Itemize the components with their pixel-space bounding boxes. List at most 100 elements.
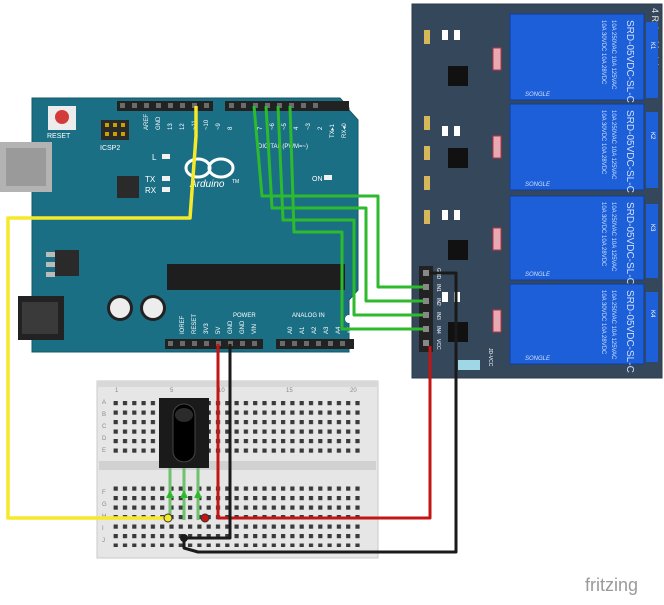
on-label: ON — [312, 176, 323, 183]
relay-2 — [509, 103, 645, 191]
wire-green-in1 — [252, 105, 423, 289]
led-rx — [162, 187, 170, 192]
usb-chip — [117, 176, 139, 198]
relay-channel-1: SRD-05VDC-SL-C 10A 250VAC 10A 125VAC 10A… — [424, 13, 658, 103]
wire-green-in4 — [288, 105, 423, 331]
analog-label: ANALOG IN — [292, 313, 325, 319]
terminal-block-4 — [646, 292, 658, 362]
digital-header-left — [117, 101, 213, 111]
pin-5v: 5V — [216, 327, 222, 334]
relay-4-part: SRD-05VDC-SL-C — [624, 290, 635, 373]
wire-green-in2 — [264, 105, 423, 303]
relay-4 — [509, 283, 645, 365]
bb-row-e: E — [102, 448, 106, 454]
pin-13: 13 — [168, 123, 174, 130]
relay-pin-in4: IN4 — [435, 326, 441, 334]
wire-red-5v — [216, 344, 432, 520]
analog-header — [276, 339, 354, 349]
breadboard-bottom-holes — [112, 485, 364, 547]
relay-2-brand: SONGLE — [525, 182, 551, 188]
relay-4-channel: K4 — [649, 310, 655, 318]
terminal-block-3 — [646, 204, 658, 278]
fritzing-watermark: fritzing — [585, 575, 638, 595]
pin-0-rx: RX◂0 — [342, 123, 348, 138]
digital-label: DIGITAL (PWM=~) — [258, 144, 308, 150]
led-rx-label: RX — [145, 186, 157, 195]
pin-a3: A3 — [324, 326, 330, 334]
atmega-chip — [167, 264, 345, 290]
relay-1-brand: SONGLE — [525, 92, 551, 98]
pin-2: 2 — [318, 126, 324, 130]
pin-6: ~6 — [270, 122, 276, 130]
pin-a1: A1 — [300, 326, 306, 334]
wires — [6, 105, 458, 554]
power-header — [165, 339, 263, 349]
relay-channel-2: SRD-05VDC-SL-C 10A 250VAC 10A 125VAC 10A… — [424, 103, 658, 193]
digital-header-right — [225, 101, 349, 111]
jd-vcc-jumper — [458, 360, 480, 370]
pin-vin: VIN — [252, 324, 258, 334]
relay-channel-3: SRD-05VDC-SL-C 10A 250VAC 10A 125VAC 10A… — [424, 176, 658, 285]
pin-3: ~3 — [306, 122, 312, 130]
relay-1 — [509, 13, 645, 101]
relay-channel-4: SRD-05VDC-SL-C 10A 250VAC 10A 125VAC 10A… — [442, 283, 658, 373]
bb-row-c: C — [102, 424, 107, 430]
relay-pin-in2: IN2 — [435, 298, 441, 306]
relay-2-rating-2: 10A 30VDC 10A 28VDC — [600, 110, 606, 175]
pin-10: ~10 — [204, 119, 210, 130]
reset-button-cap — [55, 110, 69, 124]
bb-row-j: J — [102, 538, 105, 544]
pin-8: 8 — [228, 126, 234, 130]
pin-a4: A4 — [336, 326, 342, 334]
relay-1-part: SRD-05VDC-SL-C — [624, 20, 635, 103]
relay-module: 4 Relay Module GND IN1 IN2 IN3 IN4 VCC J… — [411, 3, 663, 379]
pin-gnd-1: GND — [228, 320, 234, 334]
pin-a2: A2 — [312, 326, 318, 334]
arduino-uno: RESET ICSP2 AREF GND 13 12 ~11 ~10 ~9 8 … — [0, 97, 359, 353]
pin-1-tx: TX▸1 — [330, 123, 336, 138]
led-on — [324, 175, 332, 180]
relay-3-brand: SONGLE — [525, 272, 551, 278]
relay-3 — [509, 195, 645, 281]
pin-3v3: 3V3 — [204, 323, 210, 334]
relay-4-rating-1: 10A 250VAC 10A 125VAC — [610, 290, 616, 360]
pin-12: 12 — [180, 123, 186, 130]
wire-yellow-signal — [6, 106, 198, 520]
relay-3-rating-2: 10A 30VDC 10A 28VDC — [600, 202, 606, 267]
led-l — [162, 154, 170, 159]
wire-green-in3 — [276, 105, 423, 317]
arduino-tm: TM — [232, 179, 239, 185]
bb-row-d: D — [102, 436, 107, 442]
relay-pin-vcc: VCC — [435, 339, 441, 350]
relay-pin-in3: IN3 — [435, 312, 441, 320]
relay-3-rating-1: 10A 250VAC 10A 125VAC — [610, 202, 616, 272]
pin-4: 4 — [294, 126, 300, 130]
ir-receiver — [159, 398, 209, 520]
relay-pin-header — [419, 266, 433, 352]
pin-reset: RESET — [192, 314, 198, 334]
bb-row-i: I — [102, 526, 104, 532]
bb-row-g: G — [102, 502, 107, 508]
bb-col-1: 1 — [115, 388, 119, 394]
bb-col-15: 15 — [286, 388, 293, 394]
relay-1-channel: K1 — [649, 42, 655, 50]
relay-2-channel: K2 — [649, 132, 655, 140]
relay-1-rating-1: 10A 250VAC 10A 125VAC — [610, 20, 616, 90]
led-l-label: L — [152, 153, 157, 162]
wire-endpoints — [163, 315, 353, 542]
breadboard-top-holes — [112, 396, 364, 458]
bb-row-f: F — [102, 490, 106, 496]
icsp2-label: ICSP2 — [100, 145, 120, 152]
terminal-block-2 — [646, 112, 658, 188]
breadboard: A B C D E F G H I J 1 5 10 15 20 — [96, 380, 379, 559]
bb-row-a: A — [102, 400, 106, 406]
relay-1-rating-2: 10A 30VDC 10A 28VDC — [600, 20, 606, 85]
relay-3-channel: K3 — [649, 224, 655, 232]
arduino-logo — [184, 157, 235, 179]
wire-black-gnd — [182, 271, 458, 554]
bb-col-5: 5 — [170, 388, 174, 394]
bb-row-b: B — [102, 412, 106, 418]
reset-label: RESET — [47, 133, 71, 140]
bb-col-20: 20 — [350, 388, 357, 394]
